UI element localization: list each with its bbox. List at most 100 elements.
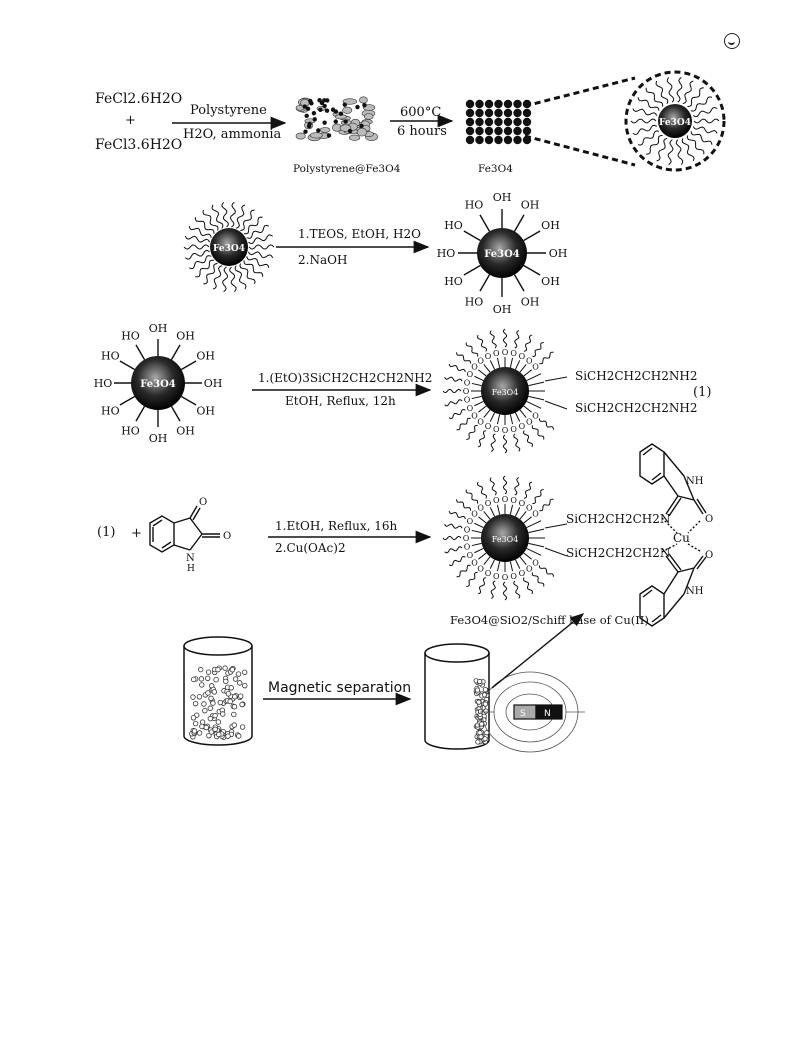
nanoparticle <box>504 109 512 117</box>
reactant-fecl2: FeCl2.6H2O <box>95 91 182 107</box>
oxygen-label: O <box>463 534 470 543</box>
alkyl-chain <box>478 482 487 498</box>
alkyl-chain <box>240 210 254 231</box>
particle <box>238 694 243 699</box>
bond-line <box>515 560 519 569</box>
alkyl-chain <box>457 565 471 577</box>
nanoparticle <box>513 109 521 117</box>
ligand-nh-1: NH <box>686 476 704 487</box>
oxygen-label: O <box>532 510 539 519</box>
particle <box>205 676 210 681</box>
hydroxyl-label: OH <box>204 377 223 390</box>
collected-particles <box>474 679 489 745</box>
bond-line <box>515 507 519 516</box>
hydroxyl-label: HO <box>437 247 456 260</box>
alkyl-chain <box>203 264 217 285</box>
nanoparticle <box>475 118 483 126</box>
oxygen-label: O <box>510 349 517 358</box>
polymer-strand <box>296 133 305 139</box>
particle <box>218 700 223 705</box>
reagent-naoh: 2.NaOH <box>298 253 347 267</box>
particle <box>191 695 196 700</box>
nanoparticle <box>504 127 512 135</box>
oxygen-label: O <box>477 357 484 366</box>
plus-sign: + <box>125 113 136 128</box>
particle <box>483 702 487 706</box>
hydroxyl-label: HO <box>444 219 463 232</box>
oxygen-label: O <box>519 499 526 508</box>
nanoparticle <box>523 118 531 126</box>
oxygen-label: O <box>485 569 492 578</box>
nanoparticle <box>303 129 307 133</box>
bond-line <box>520 364 526 372</box>
oxygen-label: O <box>467 551 474 560</box>
bond-line <box>480 275 490 291</box>
bond-line <box>545 401 567 409</box>
particle <box>191 677 196 682</box>
alkyl-chain <box>244 260 263 277</box>
oxygen-label: O <box>532 363 539 372</box>
bond-line <box>474 523 483 527</box>
alkyl-chain <box>466 490 478 504</box>
alkyl-chain <box>503 476 506 494</box>
nanoparticle <box>362 103 366 107</box>
ligand-oxygen-2: O <box>705 550 713 561</box>
alkyl-chain <box>449 511 465 519</box>
particle <box>202 702 207 707</box>
nanoparticle <box>348 129 352 133</box>
oxygen-label: O <box>510 496 517 505</box>
alkyl-chain <box>532 490 543 504</box>
hydroxyl-label: HO <box>444 275 463 288</box>
alkyl-chain <box>445 400 463 406</box>
bond-line <box>528 543 544 547</box>
particle <box>216 667 221 672</box>
hydroxyl-label: OH <box>196 350 215 363</box>
nanoparticle <box>325 98 329 102</box>
alkyl-chain <box>457 352 471 363</box>
alkyl-chain <box>443 536 461 539</box>
reagent-aptes: 1.(EtO)3SiCH2CH2CH2NH2 <box>258 371 432 385</box>
nanoparticle <box>316 128 320 132</box>
product-label: Fe3O4@SiO2/Schiff base of Cu(II) <box>450 613 649 627</box>
nanoparticle <box>513 127 521 135</box>
bond-line <box>497 505 499 515</box>
nanoparticle <box>494 100 502 108</box>
alkyl-chain <box>449 557 465 566</box>
bond-line <box>478 406 486 412</box>
bond-line <box>474 401 483 405</box>
zoom-line-top <box>525 78 635 106</box>
isatin-oxygen-1: O <box>199 497 207 508</box>
bond-line <box>520 511 526 519</box>
bond-line <box>474 376 483 380</box>
reagent-reflux-16h: 1.EtOH, Reflux, 16h <box>275 519 397 533</box>
hydroxyl-label: HO <box>101 350 120 363</box>
step4-group: (1) + O O N H 1.EtOH, Reflux, 16h 2.Cu(O… <box>97 444 713 627</box>
particle <box>193 721 198 726</box>
reagent-copper-acetate: 2.Cu(OAc)2 <box>275 541 346 555</box>
polymer-strand <box>320 127 330 132</box>
polymer-strand <box>310 133 322 139</box>
particle <box>477 700 481 704</box>
step1-group: FeCl2.6H2O + FeCl3.6H2O Polystyrene H2O,… <box>95 72 724 175</box>
nanoparticle <box>485 100 493 108</box>
isatin-nitrogen: N <box>186 553 195 564</box>
isatin-structure <box>150 506 220 552</box>
bond-line <box>464 266 480 276</box>
bond-line <box>136 345 145 360</box>
alkyl-chain <box>532 425 544 439</box>
particle <box>232 694 237 699</box>
oxygen-label: O <box>464 378 471 387</box>
nanoparticle <box>343 103 347 107</box>
bond-line <box>490 360 494 369</box>
alkyl-chain <box>248 252 272 258</box>
nanoparticle <box>523 127 531 135</box>
bond-line <box>510 414 512 424</box>
particle <box>206 670 211 675</box>
oxygen-label: O <box>477 417 484 426</box>
hydroxyl-label: OH <box>549 247 568 260</box>
alkyl-chain <box>524 431 533 447</box>
nanoparticle <box>485 109 493 117</box>
oxygen-label: O <box>493 496 500 505</box>
particle <box>476 740 480 744</box>
particle <box>220 712 225 717</box>
